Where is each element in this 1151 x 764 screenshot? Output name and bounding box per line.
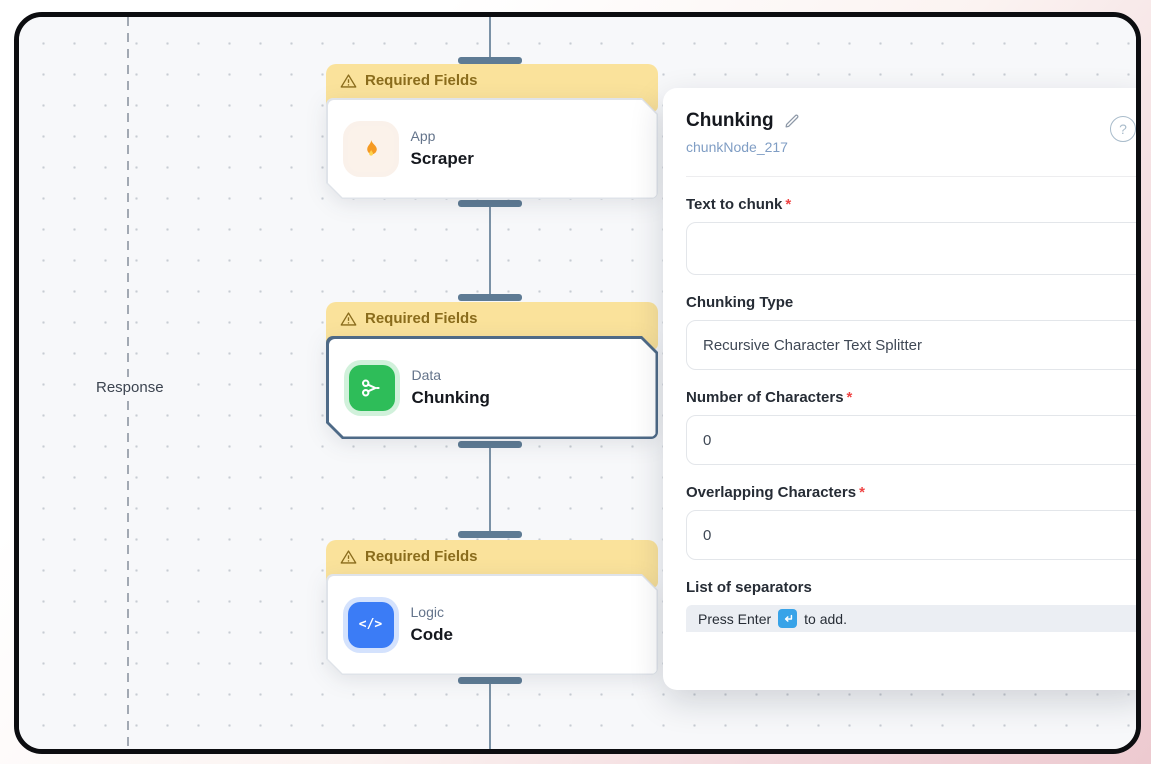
code-icon: </> — [348, 602, 394, 648]
connector-line — [489, 17, 491, 57]
tag-hint-suffix: to add. — [804, 610, 847, 627]
required-asterisk: * — [859, 484, 865, 501]
workflow-canvas[interactable]: Response Required Fields — [19, 17, 1136, 749]
banner-label: Required Fields — [365, 310, 478, 327]
required-asterisk: * — [846, 389, 853, 406]
field-label-list-of-separators: List of separators — [686, 579, 812, 596]
node-title: Chunking — [411, 388, 490, 407]
panel-title: Chunking — [686, 110, 774, 131]
node-id: chunkNode_217 — [686, 139, 788, 155]
node-card[interactable]: App Scraper — [326, 98, 658, 199]
connector-line — [489, 207, 491, 294]
node-kind: App — [410, 128, 436, 144]
connector-line — [489, 448, 491, 531]
help-icon[interactable]: ? — [1110, 116, 1136, 142]
banner-label: Required Fields — [365, 548, 478, 565]
connector-line — [489, 684, 491, 749]
panel-divider — [686, 176, 1136, 177]
node-kind: Logic — [410, 604, 444, 620]
node-chunking[interactable]: Required Fields — [326, 302, 658, 439]
field-label-chunking-type: Chunking Type — [686, 294, 794, 311]
number-of-characters-input[interactable] — [686, 415, 1136, 465]
text-to-chunk-input[interactable] — [686, 222, 1136, 275]
node-card[interactable]: </> Logic Code — [326, 574, 658, 675]
node-config-panel: Chunking ? chunkNode_217 Text to chunk* … — [663, 88, 1136, 690]
warning-icon — [340, 550, 357, 564]
connector-input-handle[interactable] — [458, 57, 522, 64]
warning-icon — [340, 74, 357, 88]
node-card-selected[interactable]: Data Chunking — [326, 336, 658, 439]
required-asterisk: * — [785, 196, 792, 213]
node-kind: Data — [411, 367, 442, 383]
node-title: Scraper — [410, 149, 474, 168]
field-label-overlapping-characters: Overlapping Characters* — [686, 484, 865, 501]
separators-tag-input[interactable]: Press Enter to add. — [686, 605, 1136, 632]
field-label-text-to-chunk: Text to chunk* — [686, 196, 792, 213]
connector-output-handle[interactable] — [458, 441, 522, 448]
connector-output-handle[interactable] — [458, 677, 522, 684]
connector-input-handle[interactable] — [458, 294, 522, 301]
flame-icon — [348, 126, 394, 172]
chunking-type-value: Recursive Character Text Splitter — [703, 336, 922, 354]
chunking-type-select[interactable]: Recursive Character Text Splitter — [686, 320, 1136, 370]
response-label: Response — [91, 377, 169, 398]
banner-label: Required Fields — [365, 72, 478, 89]
node-code[interactable]: Required Fields </> Logic Code — [326, 540, 658, 675]
overlapping-characters-input[interactable] — [686, 510, 1136, 560]
workflow-window: Response Required Fields — [14, 12, 1141, 754]
warning-icon — [340, 312, 357, 326]
code-glyph: </> — [358, 617, 383, 632]
enter-key-icon — [778, 609, 798, 628]
node-title: Code — [410, 625, 453, 644]
tag-hint-prefix: Press Enter — [698, 610, 772, 627]
connector-input-handle[interactable] — [458, 531, 522, 538]
scissors-icon — [349, 365, 395, 411]
field-label-number-of-characters: Number of Characters* — [686, 389, 853, 406]
edit-pencil-icon[interactable] — [783, 112, 801, 130]
node-scraper[interactable]: Required Fields App Scraper — [326, 64, 658, 199]
connector-output-handle[interactable] — [458, 200, 522, 207]
